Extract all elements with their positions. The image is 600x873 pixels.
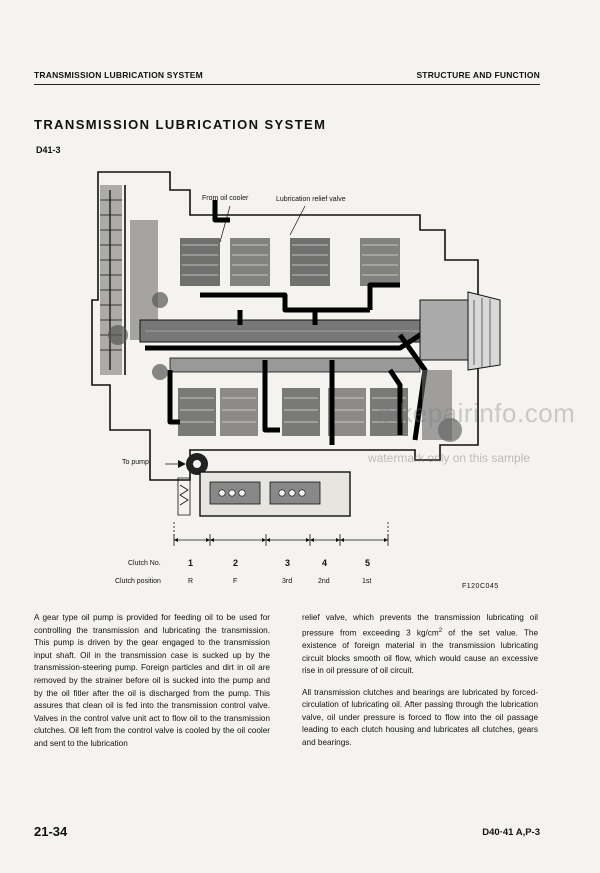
model-label: D41-3 <box>36 145 61 155</box>
clutch-no-1: 1 <box>188 558 194 568</box>
body-paragraph: A gear type oil pump is provided for fee… <box>34 613 270 748</box>
page-title: TRANSMISSION LUBRICATION SYSTEM <box>34 117 327 132</box>
clutch-no-3: 3 <box>285 558 291 568</box>
header-section-title: TRANSMISSION LUBRICATION SYSTEM <box>34 70 203 80</box>
transmission-cross-section-diagram <box>91 171 501 546</box>
figure-id: F120C045 <box>462 583 499 590</box>
clutch-position-4: 2nd <box>318 578 330 585</box>
body-paragraph: relief valve, which prevents the transmi… <box>302 613 538 676</box>
callout-to-pump: To pump <box>122 459 149 466</box>
header-rule <box>34 84 540 85</box>
page-header: TRANSMISSION LUBRICATION SYSTEM STRUCTUR… <box>34 70 540 84</box>
callout-lubrication-relief-valve: Lubrication relief valve <box>276 196 346 203</box>
header-chapter-title: STRUCTURE AND FUNCTION <box>416 70 540 80</box>
callout-from-oil-cooler: From oil cooler <box>202 195 249 202</box>
body-column-left: A gear type oil pump is provided for fee… <box>34 612 270 760</box>
body-paragraph: All transmission clutches and bearings a… <box>302 687 538 748</box>
clutch-position-5: 1st <box>362 578 372 585</box>
clutch-position-1: R <box>188 578 194 585</box>
clutch-position-2: F <box>233 578 238 585</box>
watermark-subtext: watermark only on this sample <box>368 451 531 465</box>
clutch-no-label: Clutch No. <box>128 560 161 567</box>
clutch-position-label: Clutch position <box>115 578 161 585</box>
footer-model: D40·41 A,P-3 <box>482 827 540 838</box>
clutch-position-3: 3rd <box>282 578 293 585</box>
clutch-no-4: 4 <box>322 558 328 568</box>
clutch-no-5: 5 <box>365 558 371 568</box>
page-number: 21-34 <box>34 824 68 839</box>
watermark-text: bikepairinfo.com <box>378 398 576 428</box>
clutch-no-2: 2 <box>233 558 239 568</box>
body-column-right: relief valve, which prevents the transmi… <box>302 612 538 759</box>
